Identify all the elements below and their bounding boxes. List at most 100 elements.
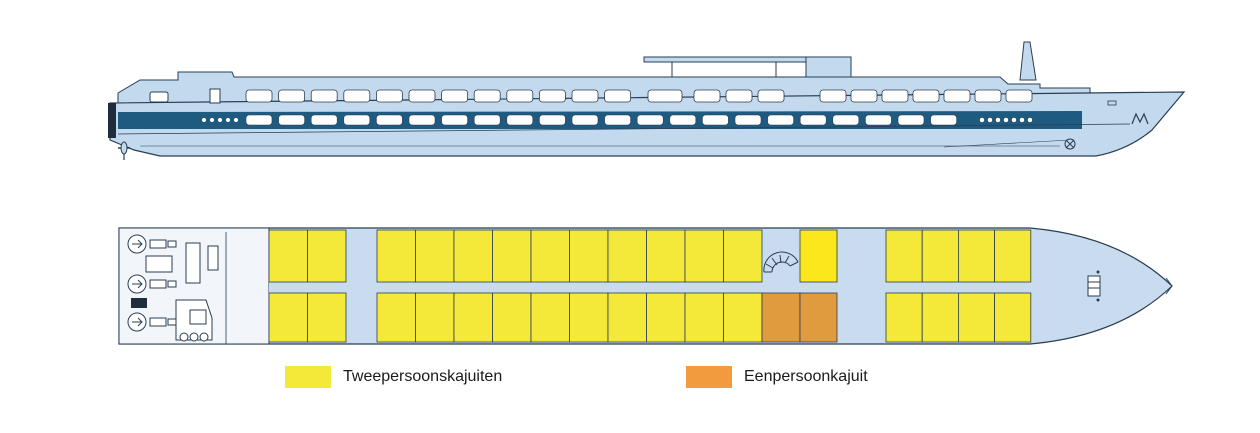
cabin (492, 292, 532, 343)
legend-single-cabin: Eenpersoonkajuit (686, 366, 868, 388)
cabin (268, 229, 308, 283)
cabin (994, 292, 1032, 343)
upper-window (912, 89, 940, 103)
upper-window (408, 89, 436, 103)
porthole (234, 118, 238, 122)
upper-window (441, 89, 469, 103)
cabin (684, 292, 724, 343)
lower-window (343, 114, 371, 126)
legend-double-cabins: Tweepersoonskajuiten (285, 366, 502, 388)
lower-window (799, 114, 827, 126)
lower-window (636, 114, 664, 126)
porthole (995, 117, 1001, 123)
wheelhouse (805, 56, 852, 80)
upper-window (850, 89, 878, 103)
cabin (530, 229, 570, 283)
cabin (646, 229, 686, 283)
porthole (1011, 117, 1017, 123)
upper-window (375, 89, 403, 103)
deck-plan (118, 227, 1173, 345)
upper-window (245, 89, 273, 103)
porthole (979, 117, 985, 123)
upper-window (974, 89, 1002, 103)
cabin (921, 229, 959, 283)
cabin (958, 229, 996, 283)
cabins (268, 229, 1032, 343)
lower-window (539, 114, 566, 126)
cabin (453, 292, 493, 343)
lower-window (376, 114, 403, 126)
lower-window (832, 114, 860, 126)
lower-windows (245, 114, 957, 126)
legend-swatch-double (285, 366, 331, 388)
pump-arrow (132, 279, 143, 289)
pump-motor (167, 240, 177, 248)
lower-window (408, 114, 436, 126)
cabin (799, 229, 838, 283)
lower-window (571, 114, 599, 126)
portholes (202, 117, 1033, 123)
cabin (799, 292, 838, 343)
pump-arrow (132, 317, 143, 327)
cabin (569, 229, 609, 283)
upper-window (343, 89, 371, 103)
pump-body (149, 317, 167, 327)
legend-label-double: Tweepersoonskajuiten (343, 368, 503, 385)
anchor-icon (1064, 138, 1076, 150)
upper-windows (245, 89, 1033, 103)
pump-body (149, 279, 167, 289)
lower-window (245, 114, 273, 126)
legend-label-single: Eenpersoonkajuit (744, 368, 868, 385)
upper-window (819, 89, 847, 103)
upper-window (647, 89, 683, 103)
upper-window (539, 89, 566, 103)
pump-group (127, 234, 177, 332)
porthole (1019, 117, 1025, 123)
upper-window (310, 89, 338, 103)
legend-swatch-single (686, 366, 732, 388)
porthole (210, 118, 214, 122)
pump-motor (167, 280, 177, 288)
cabin (958, 292, 996, 343)
anchor-winch-icon (1087, 270, 1101, 302)
cabin (415, 229, 455, 283)
cabin (723, 292, 763, 343)
cabin (723, 229, 763, 283)
pump-body (149, 239, 167, 249)
porthole (226, 118, 230, 122)
upper-window (473, 89, 501, 103)
lower-window (669, 114, 697, 126)
propeller-icon (118, 141, 130, 160)
lower-window (278, 114, 305, 126)
cabin (607, 292, 647, 343)
cabin (885, 229, 923, 283)
cabin (885, 292, 923, 343)
lower-window (734, 114, 762, 126)
lower-window (897, 114, 925, 126)
porthole (1003, 117, 1009, 123)
cabin (376, 292, 416, 343)
porthole (202, 118, 206, 122)
cabin (761, 292, 801, 343)
porthole (987, 117, 993, 123)
cabin (646, 292, 686, 343)
mast (1019, 41, 1037, 81)
lower-window (506, 114, 534, 126)
upper-window (725, 89, 753, 103)
corridor (269, 282, 1031, 293)
upper-window (943, 89, 971, 103)
upper-window (757, 89, 785, 103)
cabin (530, 292, 570, 343)
lower-window (865, 114, 892, 126)
aft-door (149, 91, 169, 103)
cabin (268, 292, 308, 343)
upper-window (278, 89, 306, 103)
upper-window (1005, 89, 1033, 103)
cabin (684, 229, 724, 283)
lower-window (310, 114, 338, 126)
side-elevation (108, 41, 1186, 160)
aft-door-2 (209, 88, 221, 104)
cabin (376, 229, 416, 283)
